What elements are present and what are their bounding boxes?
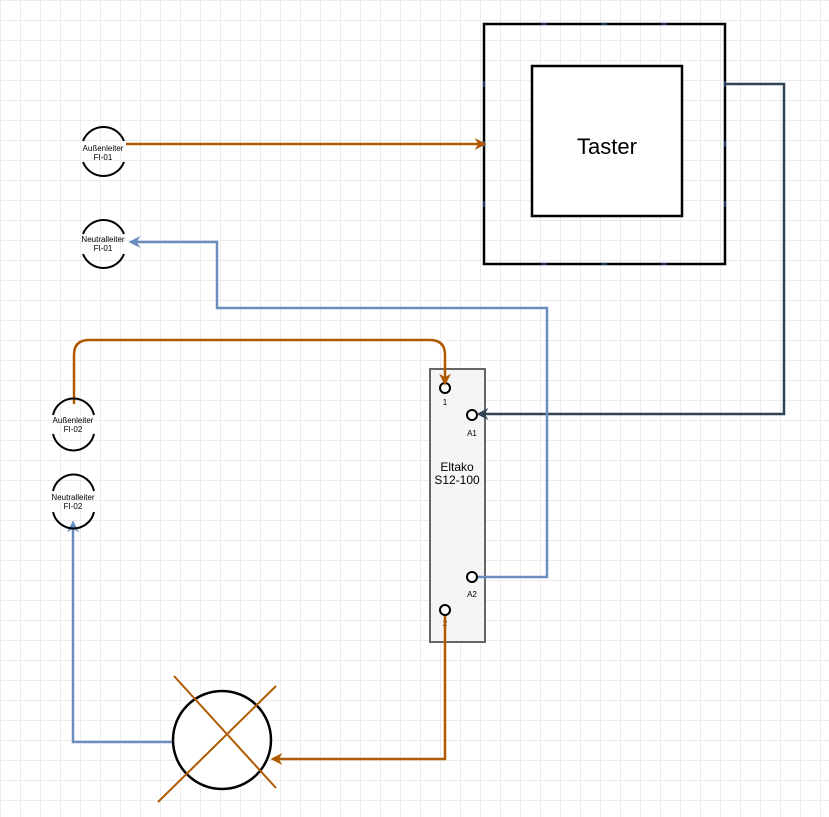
terminal-arc-bottom [52, 433, 95, 452]
terminal-arc-bottom [82, 161, 125, 178]
terminal-arc-bottom [82, 253, 125, 270]
relay-name-line1: Eltako [440, 460, 474, 474]
relay-name-line2: S12-100 [434, 473, 480, 487]
taster-inner-frame [530, 64, 684, 218]
terminal-label-line1: Außenleiter [53, 416, 94, 425]
relay-pin-a2-label: A2 [467, 590, 477, 599]
terminal-label-line1: Neutralleiter [81, 235, 124, 244]
terminal-arc-top [82, 125, 125, 142]
terminal-label-line2: FI-02 [64, 425, 83, 434]
lamp-cross-2 [157, 685, 277, 803]
relay-pin-a1-label: A1 [467, 429, 477, 438]
relay-pin-2[interactable] [439, 604, 451, 616]
terminal-label-line1: Außenleiter [83, 144, 124, 153]
terminal-neutralleiter-fi01[interactable]: Neutralleiter FI-01 [81, 218, 125, 270]
terminal-arc-top [52, 397, 95, 416]
wire-neutral-a2-to-fi01[interactable] [128, 236, 549, 579]
terminal-arc-top [82, 218, 125, 235]
terminal-label-line2: FI-01 [94, 153, 113, 162]
terminal-arc-top [52, 473, 95, 492]
terminal-label-line1: Neutralleiter [51, 493, 94, 502]
relay-pin-a1[interactable] [466, 409, 478, 421]
taster-label: Taster [577, 134, 637, 159]
taster-symbol[interactable]: Taster [482, 22, 727, 266]
terminal-aussenleiter-fi01[interactable]: Außenleiter FI-01 [82, 125, 125, 178]
relay-body [429, 368, 486, 643]
wire-phase-pin2-to-lamp[interactable] [270, 616, 447, 765]
wire-phase-fi02-to-pin1[interactable] [72, 338, 451, 404]
terminal-label-line2: FI-01 [94, 244, 113, 253]
relay-pin-1-label: 1 [443, 398, 448, 407]
relay-eltako[interactable]: Eltako S12-100 1 A1 A2 2 [429, 368, 486, 643]
terminal-label-line2: FI-02 [64, 502, 83, 511]
terminal-aussenleiter-fi02[interactable]: Außenleiter FI-02 [52, 397, 95, 452]
wire-neutral-lamp-to-fi02[interactable] [67, 520, 172, 744]
relay-pin-1[interactable] [439, 382, 451, 394]
terminal-neutralleiter-fi02[interactable]: Neutralleiter FI-02 [51, 473, 95, 530]
lamp-cross-1 [173, 675, 277, 789]
terminal-arc-bottom [52, 511, 95, 530]
relay-pin-a2[interactable] [466, 571, 478, 583]
wire-control-taster-to-a1[interactable] [476, 82, 786, 420]
lamp-symbol[interactable] [157, 675, 277, 803]
